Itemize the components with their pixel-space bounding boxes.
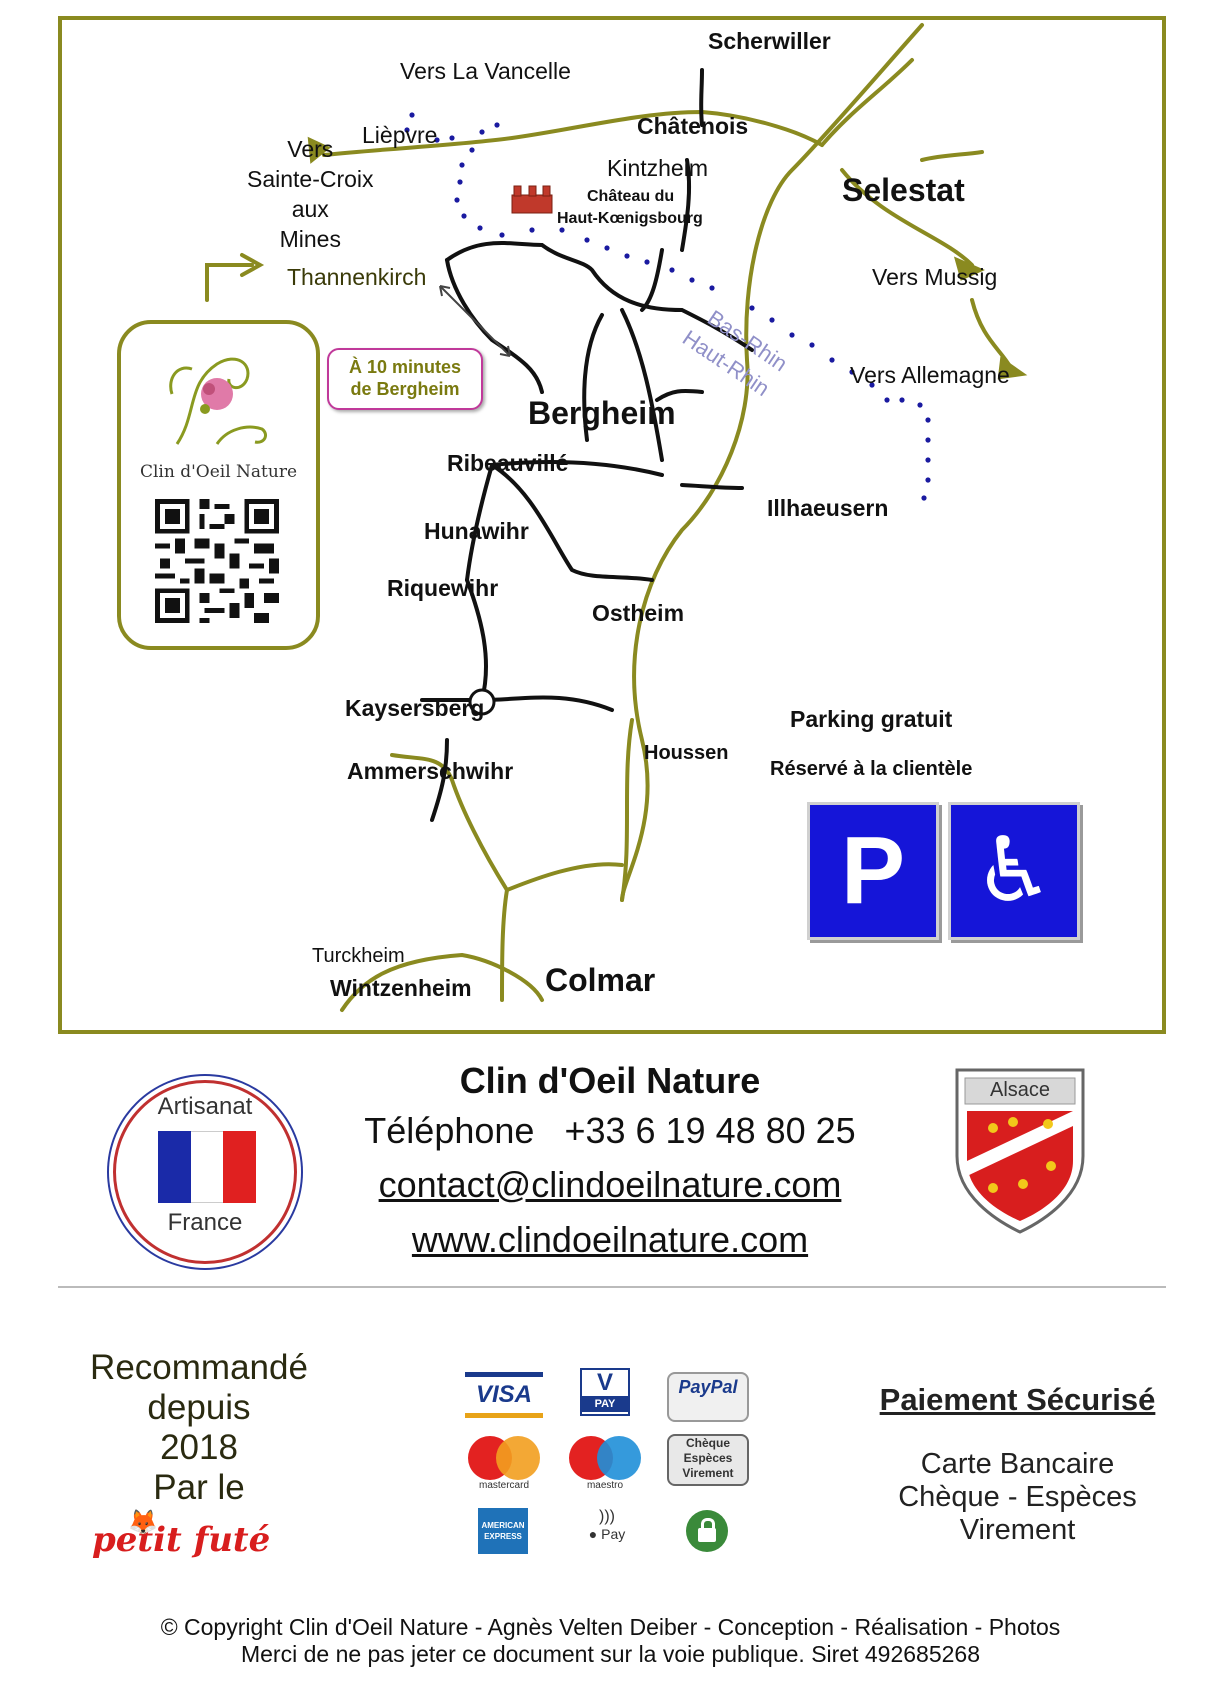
vpay-v-text: V [596,1369,613,1396]
french-flag-icon [158,1131,256,1203]
footer-notice: Merci de ne pas jeter ce document sur la… [240,1641,980,1667]
artisanat-badge: Artisanat France [113,1080,297,1264]
accessible-sign: ♿ [948,802,1080,940]
maestro-text: maestro [586,1480,624,1491]
applepay-logo: ))) ● Pay [572,1508,642,1558]
roundabout-icon [468,688,496,716]
vpay-pay-text: PAY [582,1396,628,1412]
label-riquewihr: Riquewihr [387,575,499,601]
label-vers-allemagne: Vers Allemagne [850,362,1010,388]
maestro-logo: maestro [566,1436,644,1496]
cheque-line2: Espèces [683,1451,733,1465]
mastercard-logo: mastercard [465,1436,543,1496]
visa-text: VISA [475,1381,532,1408]
label-bergheim: Bergheim [528,395,676,431]
map-frame: Scherwiller Vers La Vancelle Lièpvre Châ… [58,16,1166,1034]
label-hunawihr: Hunawihr [424,518,529,544]
label-vers-mussig: Vers Mussig [872,264,998,290]
minor-roads [420,68,754,822]
main-roads [205,23,1028,1012]
qr-code-icon[interactable] [155,499,279,623]
payment-title: Paiement Sécurisé [879,1382,1156,1417]
cheque-logo: Chèque Espèces Virement [667,1434,749,1486]
label-houssen: Houssen [644,742,729,764]
recommend-block: Recommandé depuis 2018 Par le [70,1348,328,1508]
phone-line: Téléphone +33 6 19 48 80 25 [330,1110,890,1152]
label-chateau: Château du [587,188,675,205]
distance-badge: À 10 minutes de Bergheim [327,348,483,410]
wheelchair-icon: ♿ [973,818,1055,923]
apple-icon: ● [588,1526,598,1542]
logo-panel: Clin d'Oeil Nature [117,320,320,650]
label-ammerschwihr: Ammerschwihr [347,758,514,784]
label-kintzheim: Kintzheim [607,155,708,181]
castle-icon [511,185,553,214]
applepay-text: Pay [601,1526,626,1542]
recommend-line1: Recommandé [90,1348,308,1387]
payment-line1: Carte Bancaire [920,1448,1115,1480]
cheque-line1: Chèque [685,1436,730,1450]
phone-label: Téléphone [364,1110,535,1151]
label-vers-la-vancelle: Vers La Vancelle [400,58,571,84]
visa-logo: VISA [465,1372,543,1418]
alsace-shield: Alsace [953,1066,1087,1236]
fox-icon: 🦊 [128,1509,158,1536]
payment-methods: Carte Bancaire Chèque - Espèces Virement [870,1448,1165,1547]
parking-sign: P [807,802,939,940]
contactless-icon: ))) [599,1508,615,1525]
paypal-text: PayPal [678,1377,738,1397]
parking-subtitle: Réservé à la clientèle [770,758,973,780]
petit-fute-logo: petit futé [92,1520,271,1560]
parking-p-icon: P [840,817,906,924]
cheque-line3: Virement [682,1466,734,1480]
recommend-line3: 2018 [160,1428,238,1467]
department-border-dots [404,112,931,501]
email-link[interactable]: contact@clindoeilnature.com [378,1164,842,1205]
alsace-label: Alsace [989,1079,1051,1101]
paypal-logo: PayPal [667,1372,749,1422]
distance-badge-text: À 10 minutes de Bergheim [348,357,462,399]
website-link[interactable]: www.clindoeilnature.com [411,1219,809,1260]
label-vers-sainte-croix: Vers Sainte-Croix aux Mines [247,136,374,252]
distance-arrow [439,285,511,357]
label-colmar: Colmar [545,962,656,998]
mastercard-text: mastercard [478,1480,529,1491]
logo-fern-icon [169,357,267,445]
alsace-shield-icon [955,1068,1085,1234]
label-selestat: Selestat [842,172,965,208]
logo-text: Clin d'Oeil Nature [139,462,298,482]
label-kaysersberg: Kaysersberg [345,695,485,721]
artisanat-top-text: Artisanat [157,1093,253,1120]
vpay-logo: V PAY [580,1368,630,1416]
phone-number[interactable]: +33 6 19 48 80 25 [564,1110,856,1151]
amex-logo: AMERICAN EXPRESS [478,1508,528,1554]
label-chateau2: Haut-Kœnigsbourg [557,210,703,227]
payment-line3: Virement [959,1514,1076,1546]
recommend-line2: depuis [147,1388,251,1427]
company-name: Clin d'Oeil Nature [459,1060,761,1101]
label-ostheim: Ostheim [592,600,685,626]
label-turckheim: Turckheim [312,945,405,967]
section-divider [58,1286,1166,1288]
label-chatenois: Châtenois [637,113,749,139]
label-thannenkirch: Thannenkirch [287,264,427,290]
payment-line2: Chèque - Espèces [898,1481,1137,1513]
road-network [205,23,1028,1012]
label-scherwiller: Scherwiller [708,28,831,54]
label-wintzenheim: Wintzenheim [330,975,472,1001]
label-liepvre: Lièpvre [362,122,438,148]
lock-icon [686,1510,728,1552]
recommend-line4: Par le [153,1468,245,1507]
label-ribeauville: Ribeauvillé [447,450,569,476]
label-illhaeusern: Illhaeusern [767,495,889,521]
artisanat-bottom-text: France [167,1209,243,1236]
footer-copyright: © Copyright Clin d'Oeil Nature - Agnès V… [160,1614,1061,1640]
parking-title: Parking gratuit [790,706,953,732]
